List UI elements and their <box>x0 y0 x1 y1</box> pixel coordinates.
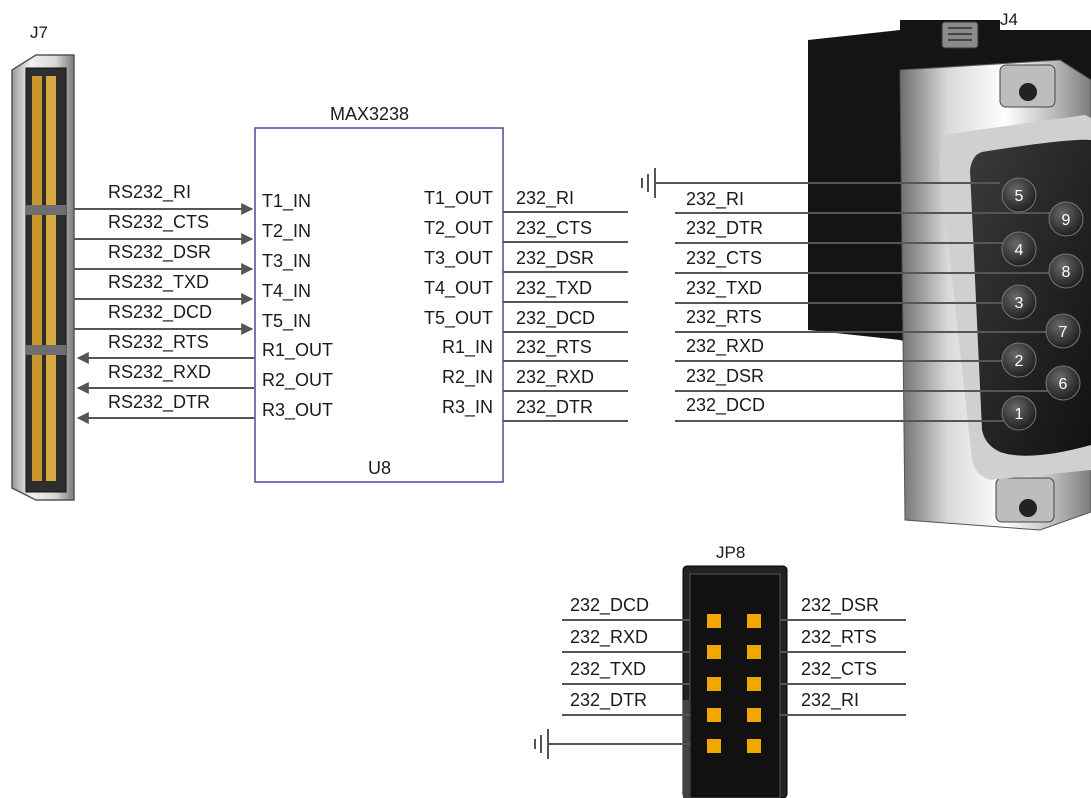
u8-ic: MAX3238 U8 T1_IN T2_IN T3_IN T4_IN T5_IN… <box>254 104 504 483</box>
db9-pin <box>1001 395 1037 431</box>
j7-net-label: RS232_CTS <box>108 212 209 233</box>
jp8-net-label: 232_CTS <box>801 659 877 680</box>
u8-pin-right: T4_OUT <box>424 278 493 299</box>
jumper-pins <box>707 614 761 753</box>
j4-net-label: 232_TXD <box>686 278 762 299</box>
j4-nets: 232_RI 232_DTR 232_CTS 232_TXD 232_RTS 2… <box>641 168 1050 422</box>
j4-ref-label: J4 <box>1000 10 1018 29</box>
j7-connector: J7 <box>11 23 75 501</box>
j7-net-label: RS232_TXD <box>108 272 209 293</box>
db9-pin-number: 5 <box>1015 188 1024 205</box>
db9-pin-number: 6 <box>1059 376 1068 393</box>
j4-net-label: 232_DTR <box>686 218 763 239</box>
u8-pin-right: T3_OUT <box>424 248 493 269</box>
db9-pin <box>1048 201 1084 237</box>
u8-pin-left: R3_OUT <box>262 400 333 421</box>
u8-pin-left: R1_OUT <box>262 340 333 361</box>
j4-net-label: 232_CTS <box>686 248 762 269</box>
u8-pin-left: R2_OUT <box>262 370 333 391</box>
u8-body <box>254 127 504 483</box>
db9-pin <box>1001 177 1037 213</box>
j7-net-label: RS232_RTS <box>108 332 209 353</box>
db9-pin-number: 2 <box>1015 353 1024 370</box>
db9-pin-number: 3 <box>1015 295 1024 312</box>
u8-net-label: 232_RI <box>516 188 574 209</box>
u8-pin-left: T3_IN <box>262 251 311 272</box>
u8-net-label: 232_RXD <box>516 367 594 388</box>
u8-net-label: 232_DSR <box>516 248 594 269</box>
u8-net-label: 232_RTS <box>516 337 592 358</box>
j7-output-signals: RS232_RI RS232_CTS RS232_DSR RS232_TXD R… <box>74 182 254 335</box>
j4-net-label: 232_DSR <box>686 366 764 387</box>
j7-ref-label: J7 <box>30 23 48 42</box>
ground-icon <box>641 168 1000 198</box>
jp8-net-label: 232_TXD <box>570 659 646 680</box>
j4-net-label: 232_RTS <box>686 307 762 328</box>
j4-net-label: 232_DCD <box>686 395 765 416</box>
u8-pin-right: R2_IN <box>442 367 493 388</box>
u8-net-label: 232_TXD <box>516 278 592 299</box>
jp8-net-label: 232_RI <box>801 690 859 711</box>
j7-net-label: RS232_DSR <box>108 242 211 263</box>
db9-pin <box>1001 284 1037 320</box>
j4-pins: 5 9 4 8 3 7 2 6 1 <box>1001 177 1084 431</box>
jp8-net-label: 232_DTR <box>570 690 647 711</box>
jp8-net-label: 232_DSR <box>801 595 879 616</box>
jp8-net-label: 232_DCD <box>570 595 649 616</box>
u8-right-nets: 232_RI 232_CTS 232_DSR 232_TXD 232_DCD 2… <box>503 188 628 422</box>
j7-input-signals: RS232_RTS RS232_RXD RS232_DTR <box>76 332 254 424</box>
jp8-net-label: 232_RTS <box>801 627 877 648</box>
u8-pin-right: T5_OUT <box>424 308 493 329</box>
u8-net-label: 232_DTR <box>516 397 593 418</box>
db9-pin-number: 8 <box>1062 264 1071 281</box>
ground-icon <box>534 729 690 759</box>
db9-pin-number: 1 <box>1015 406 1024 423</box>
u8-pin-left: T5_IN <box>262 311 311 332</box>
u8-part-label: MAX3238 <box>330 104 409 124</box>
db9-pin-number: 4 <box>1015 242 1024 259</box>
u8-ref-label: U8 <box>368 458 391 478</box>
u8-pin-right: R3_IN <box>442 397 493 418</box>
db9-pin-number: 7 <box>1059 324 1068 341</box>
db9-pin-number: 9 <box>1062 212 1071 229</box>
j7-net-label: RS232_RXD <box>108 362 211 383</box>
u8-pin-right: T1_OUT <box>424 188 493 209</box>
j4-net-label: 232_RXD <box>686 336 764 357</box>
j7-net-label: RS232_DCD <box>108 302 212 323</box>
u8-pin-left: T2_IN <box>262 221 311 242</box>
u8-net-label: 232_CTS <box>516 218 592 239</box>
db9-pin <box>1045 365 1081 401</box>
u8-pin-left: T1_IN <box>262 191 311 212</box>
jp8-nets: 232_DCD 232_RXD 232_TXD 232_DTR 232_DSR … <box>534 595 906 759</box>
u8-pin-right: T2_OUT <box>424 218 493 239</box>
u8-net-label: 232_DCD <box>516 308 595 329</box>
db9-pin <box>1001 342 1037 378</box>
db9-pin <box>1045 313 1081 349</box>
db9-pin <box>1001 231 1037 267</box>
u8-pin-right: R1_IN <box>442 337 493 358</box>
u8-pin-left: T4_IN <box>262 281 311 302</box>
jp8-ref-label: JP8 <box>716 543 745 562</box>
jp8-net-label: 232_RXD <box>570 627 648 648</box>
db9-pin <box>1048 253 1084 289</box>
jp8-header: JP8 <box>682 543 788 798</box>
j4-net-label: 232_RI <box>686 189 744 210</box>
j7-net-label: RS232_RI <box>108 182 191 203</box>
j7-net-label: RS232_DTR <box>108 392 210 413</box>
